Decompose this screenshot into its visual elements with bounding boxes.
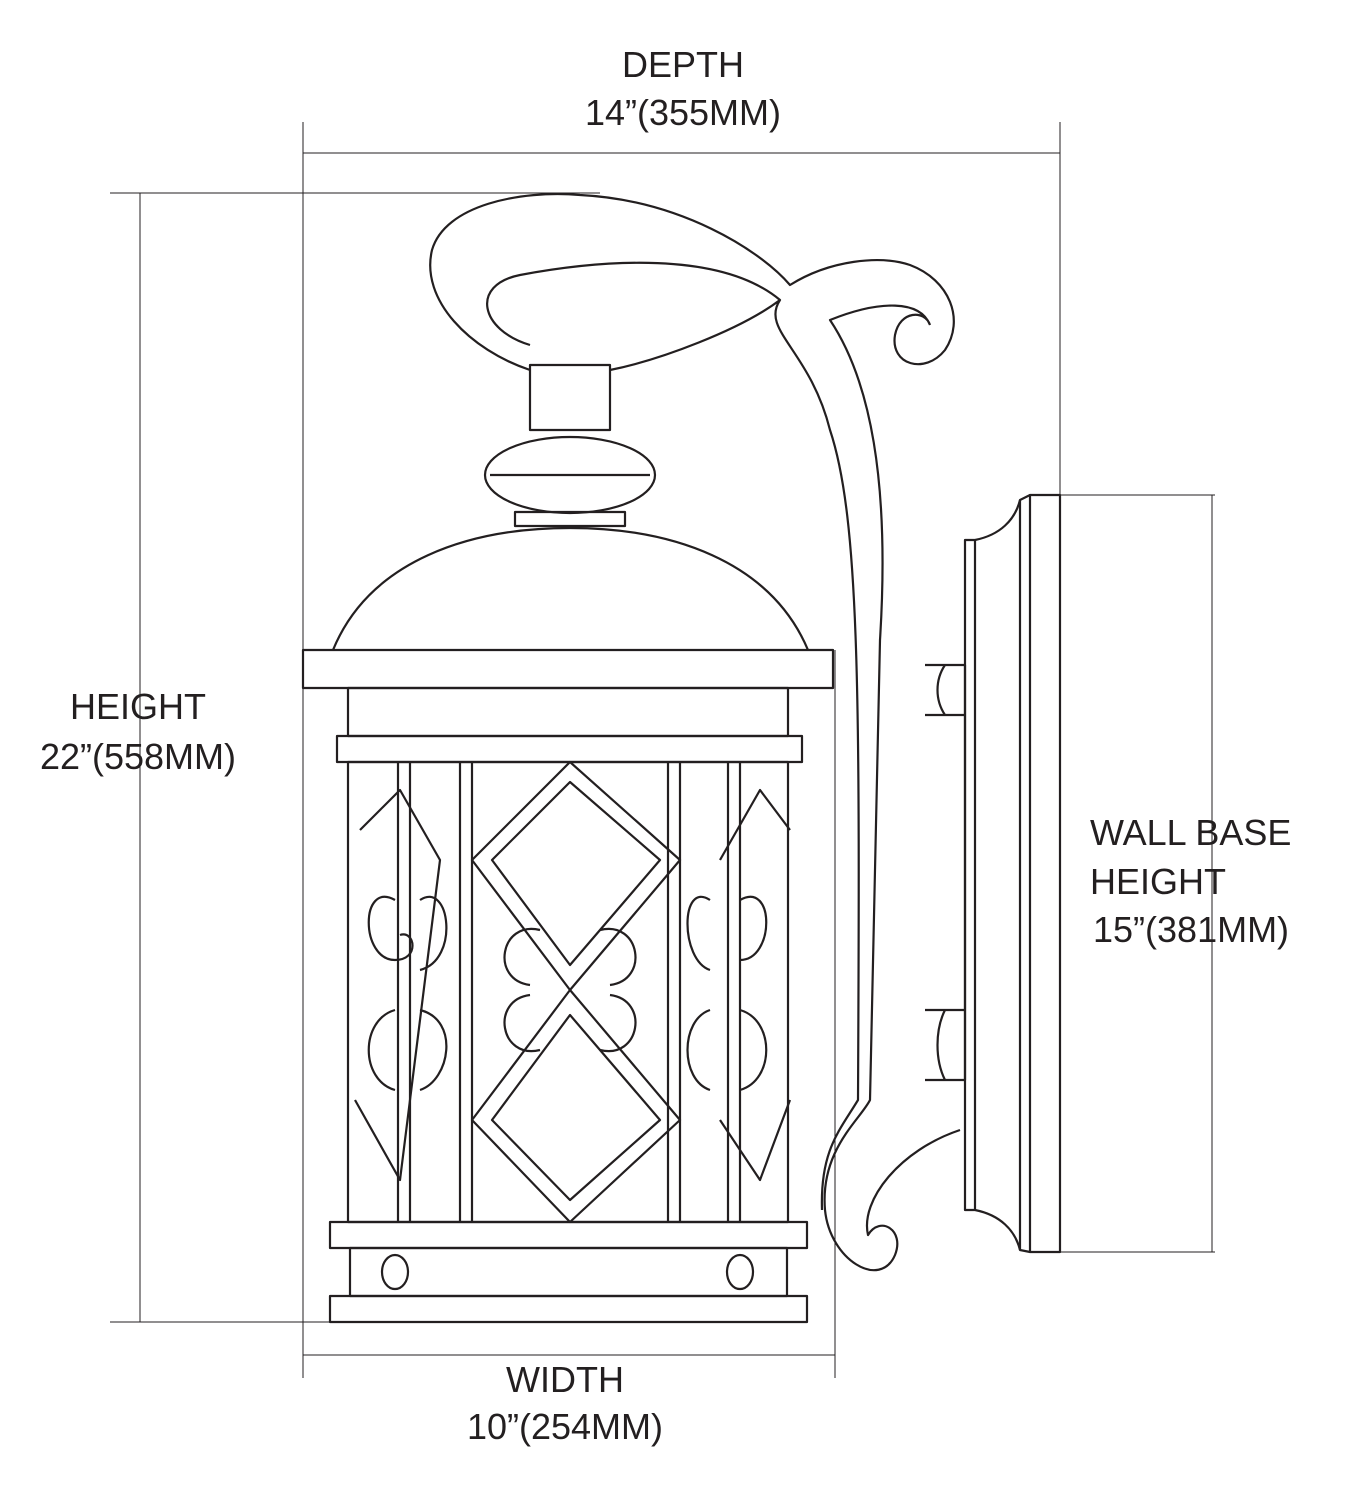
diamond-lower	[470, 988, 682, 1224]
wall-base-label-line2: HEIGHT	[1090, 861, 1227, 902]
lower-band	[328, 1220, 809, 1250]
height-value: 22”(558MM)	[39, 736, 237, 777]
roof-rim	[301, 648, 835, 690]
depth-label: DEPTH	[621, 44, 745, 85]
scroll-right	[686, 895, 768, 1092]
arm-outer	[429, 193, 961, 1272]
scroll-left	[367, 895, 448, 1092]
base-bottom	[328, 1294, 809, 1324]
base-rivet-right	[725, 1253, 755, 1291]
mounting-bracket	[925, 663, 967, 1082]
lantern-outline	[301, 193, 1062, 1324]
top-cap	[528, 363, 612, 432]
base-rivet-left	[380, 1253, 410, 1291]
dimension-lines	[110, 122, 1215, 1378]
upper-band	[335, 734, 804, 764]
wall-plate	[1028, 493, 1062, 1254]
arm-inner	[486, 261, 860, 1211]
diamond-upper	[470, 760, 682, 992]
wall-base-label-line1: WALL BASE	[1090, 812, 1292, 853]
height-label: HEIGHT	[69, 686, 207, 727]
width-label: WIDTH	[506, 1359, 624, 1400]
width-value: 10”(254MM)	[466, 1406, 664, 1447]
scroll-center	[503, 927, 637, 1053]
dome	[331, 526, 810, 651]
depth-value: 14”(355MM)	[584, 92, 782, 133]
wall-base-value: 15”(381MM)	[1093, 909, 1290, 950]
